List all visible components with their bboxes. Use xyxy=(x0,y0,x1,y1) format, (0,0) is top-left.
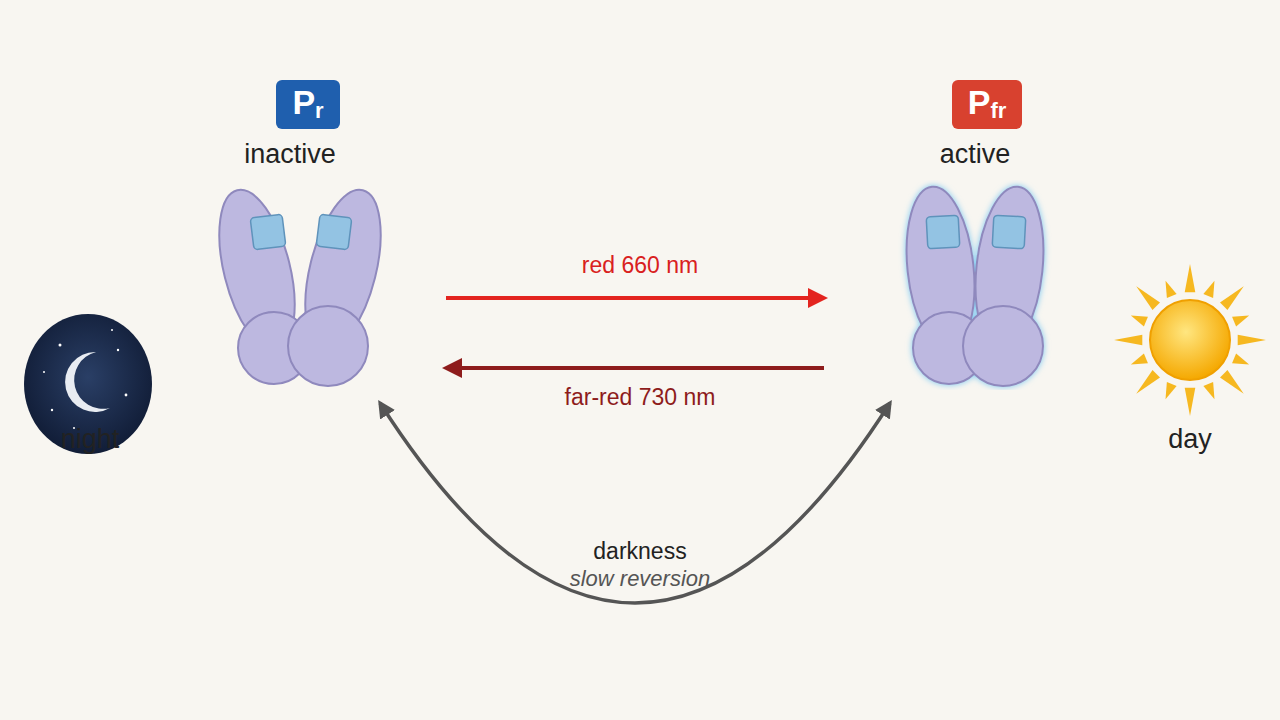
light-arrow xyxy=(446,366,824,370)
light-arrow xyxy=(446,296,824,300)
phytochrome-form: Pfr active xyxy=(830,75,1080,395)
time-label: night xyxy=(61,424,120,455)
reversion-arrow xyxy=(380,403,890,603)
phytochrome-dimer xyxy=(875,180,1075,390)
state-label: active xyxy=(940,139,1011,170)
phytochrome-dimer xyxy=(200,180,400,390)
process-note: slow reversion xyxy=(570,566,711,592)
arrow-label: far-red 730 nm xyxy=(561,384,720,411)
time-label: day xyxy=(1168,424,1212,455)
arrow-label: darkness xyxy=(589,538,690,565)
moon-icon xyxy=(24,314,152,454)
state-label: inactive xyxy=(244,139,336,170)
phytochrome-form: Pr inactive xyxy=(190,75,440,395)
form-badge: Pfr xyxy=(952,80,1023,129)
sun-icon xyxy=(1114,264,1266,416)
form-badge: Pr xyxy=(276,80,339,129)
arrow-label: red 660 nm xyxy=(578,252,702,279)
